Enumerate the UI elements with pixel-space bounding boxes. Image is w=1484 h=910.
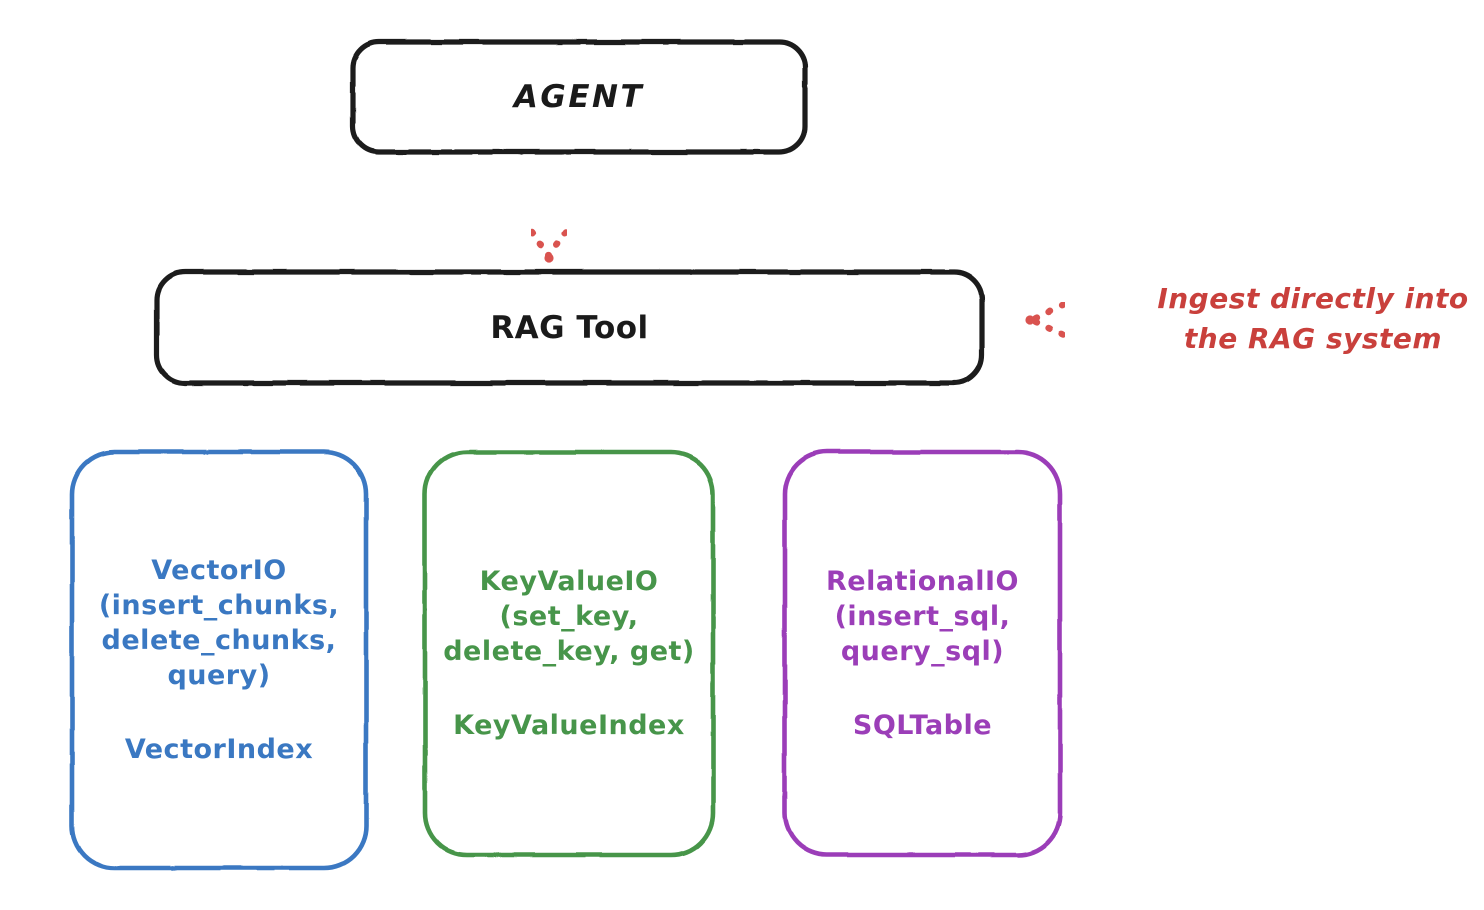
agent-box-outline xyxy=(350,39,808,155)
vector-io-box[interactable] xyxy=(69,449,369,871)
relational-io-box[interactable] xyxy=(782,449,1063,858)
key-value-io-box[interactable] xyxy=(422,449,716,858)
dotted-arrow-down-icon xyxy=(528,164,570,263)
key-value-io-box-outline xyxy=(422,449,716,858)
rag-tool-box[interactable] xyxy=(154,269,985,386)
rag-tool-box-outline xyxy=(154,269,985,386)
vector-io-box-outline xyxy=(69,449,369,871)
relational-io-box-outline xyxy=(782,449,1063,858)
dotted-arrow-left-icon xyxy=(1025,301,1132,339)
agent-box[interactable] xyxy=(350,39,808,155)
